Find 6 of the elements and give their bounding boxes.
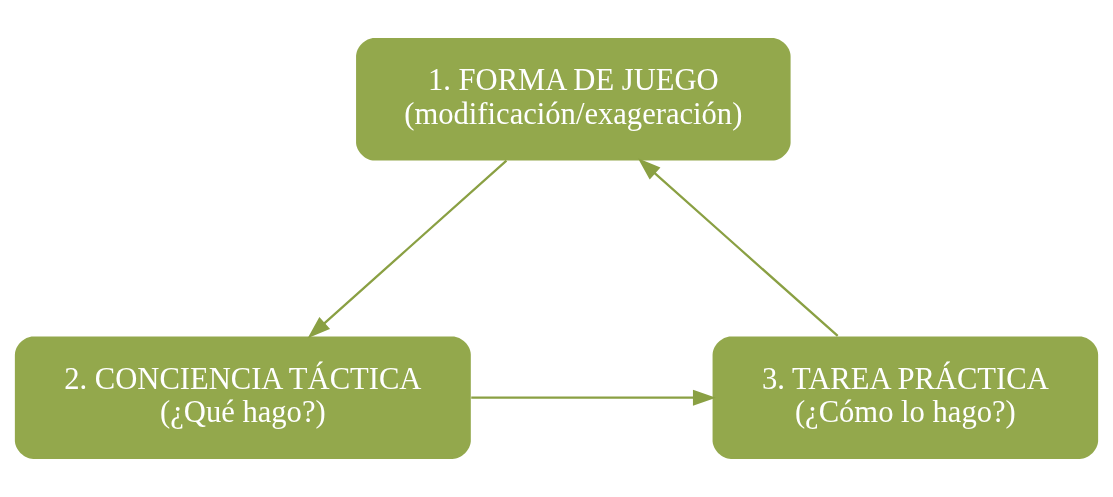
arrow — [471, 389, 716, 406]
node-box: 3. TAREA PRÁCTICA (¿Cómo lo hago?) — [712, 336, 1099, 459]
arrow — [637, 158, 839, 337]
node-box: 1. FORMA DE JUEGO (modificación/exageración) — [356, 38, 791, 161]
arrow — [307, 159, 508, 339]
node-box: 2. CONCIENCIA TÁCTICA (¿Qué hago?) — [14, 336, 471, 459]
